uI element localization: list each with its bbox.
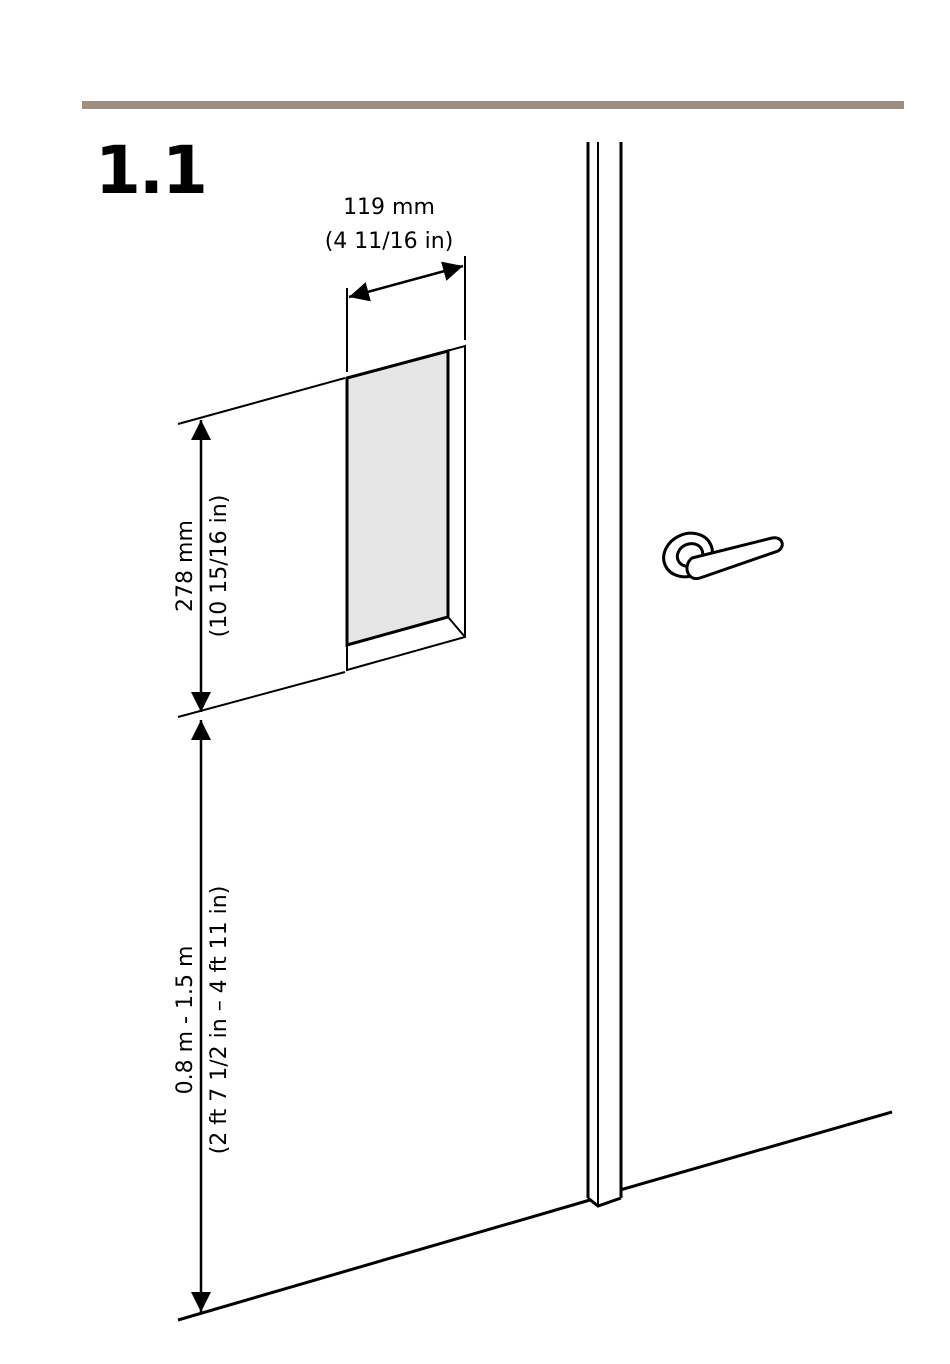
floor-line-left (178, 1200, 590, 1320)
mounting-height-metric-label: 0.8 m - 1.5 m (173, 946, 198, 1095)
door-frame (588, 142, 621, 1206)
door-handle (656, 525, 782, 584)
height-dimension: 278 mm (10 15/16 in) (173, 378, 345, 717)
mounting-height-imperial-label: (2 ft 7 1/2 in – 4 ft 11 in) (207, 886, 232, 1155)
width-imperial-label: (4 11/16 in) (325, 229, 454, 254)
height-metric-label: 278 mm (173, 520, 198, 612)
device-body (347, 346, 465, 670)
width-dimension: 119 mm (4 11/16 in) (325, 195, 465, 372)
mounting-height-dimension: 0.8 m - 1.5 m (2 ft 7 1/2 in – 4 ft 11 i… (173, 720, 232, 1312)
width-metric-label: 119 mm (343, 195, 435, 220)
height-imperial-label: (10 15/16 in) (207, 495, 232, 638)
floor-line-right (620, 1112, 892, 1190)
device-face (347, 351, 448, 645)
